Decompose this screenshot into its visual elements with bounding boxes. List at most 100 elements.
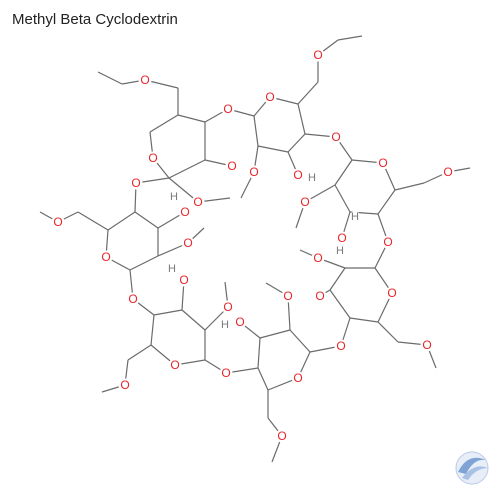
oxygen-label-27: O xyxy=(283,289,292,303)
oxygen-label-13: O xyxy=(53,215,62,229)
oxygen-label-7: O xyxy=(140,73,149,87)
bond-62 xyxy=(259,329,291,339)
label-bg-6 xyxy=(146,151,160,165)
oxygen-label-15: O xyxy=(183,236,192,250)
oxygen-label-11: O xyxy=(131,176,140,190)
label-bg-40 xyxy=(329,130,343,144)
oxygen-label-36: O xyxy=(443,165,452,179)
bond-50 xyxy=(127,344,152,361)
label-bg-26 xyxy=(233,315,247,329)
label-bg-11 xyxy=(129,176,143,190)
bond-1 xyxy=(297,103,306,135)
label-bg-24 xyxy=(291,371,305,385)
label-bg-36 xyxy=(441,165,455,179)
label-bg-0 xyxy=(263,90,277,104)
oxygen-label-6: O xyxy=(148,151,157,165)
bond-61 xyxy=(289,329,311,353)
oxygen-label-29: O xyxy=(387,286,396,300)
bond-35 xyxy=(134,211,159,229)
label-bg-7 xyxy=(138,73,152,87)
bond-89 xyxy=(334,159,353,186)
oxygen-label-32: O xyxy=(313,251,322,265)
label-bg-32 xyxy=(311,251,325,265)
hydrogen-label-39: H xyxy=(351,211,359,223)
label-bg-9 xyxy=(169,191,179,201)
label-bg-17 xyxy=(126,292,140,306)
label-bg-27 xyxy=(281,289,295,303)
page-title: Methyl Beta Cyclodextrin xyxy=(12,11,178,28)
oxygen-label-8: O xyxy=(227,159,236,173)
bond-86 xyxy=(377,189,396,215)
bond-48 xyxy=(181,309,206,331)
label-bg-31 xyxy=(313,289,327,303)
oxygen-label-19: O xyxy=(120,378,129,392)
oxygen-label-30: O xyxy=(422,338,431,352)
hydrogen-label-16: H xyxy=(168,263,176,275)
oxygen-label-38: O xyxy=(300,195,309,209)
bond-77 xyxy=(329,289,351,319)
label-bg-19 xyxy=(118,378,132,392)
company-logo-icon xyxy=(455,451,489,485)
oxygen-label-21: O xyxy=(223,300,232,314)
label-bg-35 xyxy=(376,156,390,170)
label-bg-3 xyxy=(307,172,317,182)
bond-49 xyxy=(153,309,183,316)
bond-90 xyxy=(334,184,351,213)
bond-92 xyxy=(394,182,425,191)
label-bg-25 xyxy=(275,429,289,443)
bond-63 xyxy=(257,337,261,369)
bond-78 xyxy=(377,321,399,343)
label-bg-1 xyxy=(311,48,325,62)
bond-72 xyxy=(349,317,379,323)
hydrogen-label-3: H xyxy=(308,172,316,184)
bond-24 xyxy=(97,71,123,85)
label-bg-22 xyxy=(220,319,230,329)
oxygen-label-2: O xyxy=(293,168,302,182)
label-bg-13 xyxy=(51,215,65,229)
oxygen-label-40: O xyxy=(331,130,340,144)
bond-30 xyxy=(107,211,136,231)
bond-20 xyxy=(168,159,206,179)
label-bg-37 xyxy=(335,231,349,245)
oxygen-label-17: O xyxy=(128,292,137,306)
bond-76 xyxy=(329,267,346,291)
label-bg-23 xyxy=(219,366,233,380)
bond-33 xyxy=(129,255,159,271)
hydrogen-label-22: H xyxy=(221,319,229,331)
bond-16 xyxy=(149,114,179,133)
bond-44 xyxy=(150,314,155,346)
oxygen-label-5: O xyxy=(223,102,232,116)
label-bg-29 xyxy=(385,286,399,300)
label-bg-4 xyxy=(247,165,261,179)
label-bg-16 xyxy=(167,263,177,273)
oxygen-label-25: O xyxy=(277,429,286,443)
oxygen-label-24: O xyxy=(293,371,302,385)
oxygen-label-23: O xyxy=(221,366,230,380)
oxygen-label-37: O xyxy=(337,231,346,245)
label-bg-8 xyxy=(225,159,239,173)
label-bg-30 xyxy=(420,338,434,352)
oxygen-label-1: O xyxy=(313,48,322,62)
oxygen-label-10: O xyxy=(193,195,202,209)
oxygen-label-35: O xyxy=(378,156,387,170)
bond-9 xyxy=(337,35,363,41)
label-bg-14 xyxy=(178,205,192,219)
label-bg-33 xyxy=(335,245,345,255)
bond-36 xyxy=(77,211,109,231)
label-bg-12 xyxy=(99,250,113,264)
label-bg-15 xyxy=(181,236,195,250)
label-bg-39 xyxy=(350,211,360,221)
bond-2 xyxy=(287,133,306,153)
oxygen-label-14: O xyxy=(180,205,189,219)
oxygen-label-0: O xyxy=(265,90,274,104)
oxygen-label-28: O xyxy=(336,339,345,353)
bond-6 xyxy=(297,81,319,105)
hydrogen-label-9: H xyxy=(170,191,178,203)
label-bg-10 xyxy=(191,195,205,209)
bond-15 xyxy=(177,114,206,123)
hydrogen-label-33: H xyxy=(336,245,344,257)
label-bg-21 xyxy=(221,300,235,314)
oxygen-label-20: O xyxy=(179,273,188,287)
